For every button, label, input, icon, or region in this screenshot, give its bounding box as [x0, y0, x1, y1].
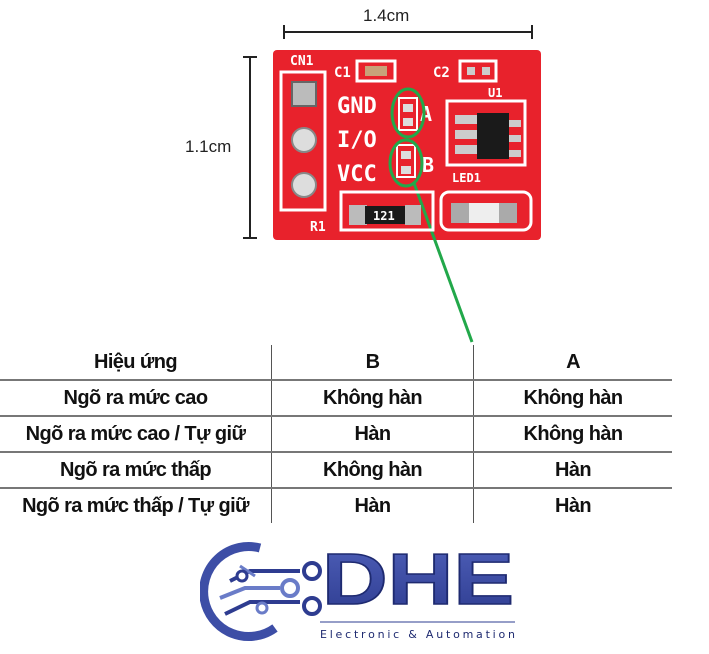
table-row: Ngõ ra mức cao / Tự giữ Hàn Không hàn: [0, 415, 672, 452]
r1-resistor: [365, 206, 405, 224]
width-dimension-tick-left: [283, 25, 285, 39]
height-dimension-label: 1.1cm: [185, 137, 232, 156]
table-cell: Không hàn: [271, 451, 474, 488]
width-dimension-line: [283, 31, 533, 33]
jumper-config-table: Hiệu ứng B A Ngõ ra mức cao Không hàn Kh…: [0, 345, 672, 523]
table-row: Ngõ ra mức thấp / Tự giữ Hàn Hàn: [0, 487, 672, 523]
highlight-pointer-line: [412, 182, 474, 343]
table-cell: Hàn: [473, 487, 672, 523]
highlight-circle-a: [390, 87, 426, 139]
width-dimension-tick-right: [531, 25, 533, 39]
header-a: A: [566, 351, 580, 373]
io-label: I/O: [337, 128, 377, 153]
u1-chip: [477, 113, 509, 159]
b-label: B: [422, 153, 434, 177]
c1-pad-outline: [355, 59, 397, 83]
c2-label: C2: [433, 65, 450, 81]
resistor-code: 121: [373, 209, 395, 223]
height-dimension-tick-bottom: [243, 237, 257, 239]
table-cell: Ngõ ra mức cao: [0, 379, 272, 416]
table-cell: Hàn: [473, 451, 672, 488]
height-dimension-tick-top: [243, 56, 257, 58]
table-cell: Không hàn: [473, 415, 672, 452]
pcb-board-image: CN1 C1 C2 GND I/O VCC A B U1 LED1 121 R1: [273, 50, 541, 343]
table-row: Ngõ ra mức cao Không hàn Không hàn: [0, 379, 672, 416]
gnd-label: GND: [337, 94, 377, 119]
c1-capacitor: [365, 66, 387, 76]
circuit-icon: [200, 542, 322, 642]
vcc-label: VCC: [337, 162, 377, 187]
cn1-pin-2: [291, 127, 317, 153]
dhe-logo: DHE Electronic & Automation: [200, 539, 515, 642]
table-cell: Không hàn: [473, 379, 672, 416]
header-b: B: [271, 345, 474, 380]
table-header-row: Hiệu ứng B A: [0, 345, 672, 380]
logo-tagline: Electronic & Automation: [320, 628, 515, 641]
table-cell: Ngõ ra mức cao / Tự giữ: [0, 415, 272, 452]
table-row: Ngõ ra mức thấp Không hàn Hàn: [0, 451, 672, 488]
cn1-pin-1: [291, 81, 317, 107]
highlight-circle-b: [388, 138, 424, 188]
led1-outline: [439, 190, 533, 232]
width-dimension-label: 1.4cm: [363, 6, 410, 25]
table-cell: Ngõ ra mức thấp / Tự giữ: [0, 487, 272, 523]
table-cell: Ngõ ra mức thấp: [0, 451, 272, 488]
jumper-b-pads: [396, 144, 416, 178]
table-cell: Không hàn: [271, 379, 474, 416]
table-cell: Hàn: [271, 487, 474, 523]
led1-label: LED1: [452, 171, 481, 185]
logo-brand: DHE: [322, 540, 514, 620]
u1-outline: [445, 99, 527, 167]
cn1-pin-3: [291, 172, 317, 198]
jumper-a-pads: [398, 97, 418, 131]
c1-label: C1: [334, 65, 351, 81]
height-dimension-line: [249, 56, 251, 238]
r1-label: R1: [310, 220, 326, 235]
cn1-label: CN1: [290, 54, 314, 69]
table-cell: Hàn: [271, 415, 474, 452]
cn1-header-outline: [279, 70, 327, 212]
r1-outline: [339, 190, 435, 232]
c2-pad-outline: [458, 59, 498, 83]
header-effect: Hiệu ứng: [0, 345, 272, 380]
u1-label: U1: [488, 86, 502, 100]
